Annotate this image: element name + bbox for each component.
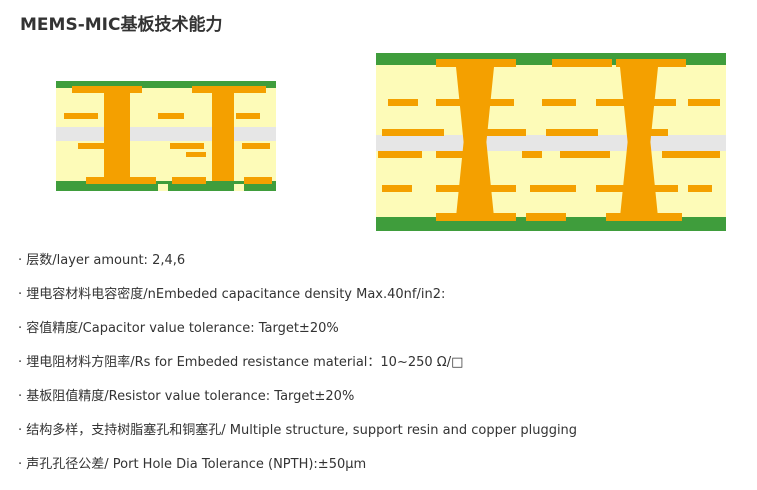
copper-pad <box>172 177 206 184</box>
inner-trace <box>186 152 206 157</box>
inner-trace <box>530 185 576 192</box>
core-layer <box>376 135 726 151</box>
via-right <box>212 93 234 181</box>
spec-capacitor-tolerance: · 容值精度/Capacitor value tolerance: Target… <box>18 321 339 336</box>
inner-trace <box>596 99 676 106</box>
inner-trace <box>236 113 260 119</box>
inner-trace <box>382 129 444 136</box>
inner-trace <box>436 185 516 192</box>
spec-resistor-tolerance: · 基板阻值精度/Resistor value tolerance: Targe… <box>18 389 355 404</box>
inner-trace <box>388 99 418 106</box>
inner-trace <box>546 129 598 136</box>
inner-trace <box>378 151 422 158</box>
via-left <box>104 93 130 181</box>
inner-trace <box>596 185 678 192</box>
copper-pad <box>552 59 612 67</box>
inner-trace <box>382 185 412 192</box>
copper-pad <box>72 86 142 93</box>
copper-pad <box>244 177 272 184</box>
pcb-cross-section-4-layer <box>56 81 276 191</box>
inner-trace <box>486 129 526 136</box>
inner-trace <box>688 185 712 192</box>
mask-opening <box>234 184 244 191</box>
copper-pad <box>616 59 686 67</box>
inner-trace <box>560 151 610 158</box>
spec-sheet-resistance: · 埋电阻材料方阻率/Rs for Embeded resistance mat… <box>18 355 464 370</box>
spec-list: · 层数/layer amount: 2,4,6 · 埋电容材料电容密度/nEm… <box>18 252 577 490</box>
inner-trace <box>436 99 514 106</box>
spec-capacitance-density: · 埋电容材料电容密度/nEmbeded capacitance density… <box>18 287 446 302</box>
copper-pad <box>86 177 156 184</box>
mask-opening <box>158 184 168 191</box>
pcb-cross-section-6-layer <box>376 53 726 231</box>
copper-pad <box>436 59 516 67</box>
copper-pad <box>192 86 266 93</box>
inner-trace <box>688 99 720 106</box>
inner-trace <box>78 143 106 149</box>
core-layer <box>56 127 276 141</box>
copper-pad <box>606 213 682 221</box>
inner-trace <box>170 143 204 149</box>
inner-trace <box>638 129 668 136</box>
spec-port-hole-tolerance: · 声孔孔径公差/ Port Hole Dia Tolerance (NPTH)… <box>18 457 367 472</box>
inner-trace <box>242 143 270 149</box>
copper-pad <box>436 213 516 221</box>
inner-trace <box>64 113 98 119</box>
inner-trace <box>522 151 542 158</box>
spec-layer-amount: · 层数/layer amount: 2,4,6 <box>18 253 186 268</box>
inner-trace <box>158 113 184 119</box>
copper-pad <box>526 213 566 221</box>
top-solder-mask <box>56 81 276 88</box>
inner-trace <box>662 151 720 158</box>
page-title: MEMS-MIC基板技术能力 <box>20 15 223 35</box>
spec-structure: · 结构多样，支持树脂塞孔和铜塞孔/ Multiple structure, s… <box>18 423 578 438</box>
inner-trace <box>436 151 476 158</box>
inner-trace <box>542 99 576 106</box>
